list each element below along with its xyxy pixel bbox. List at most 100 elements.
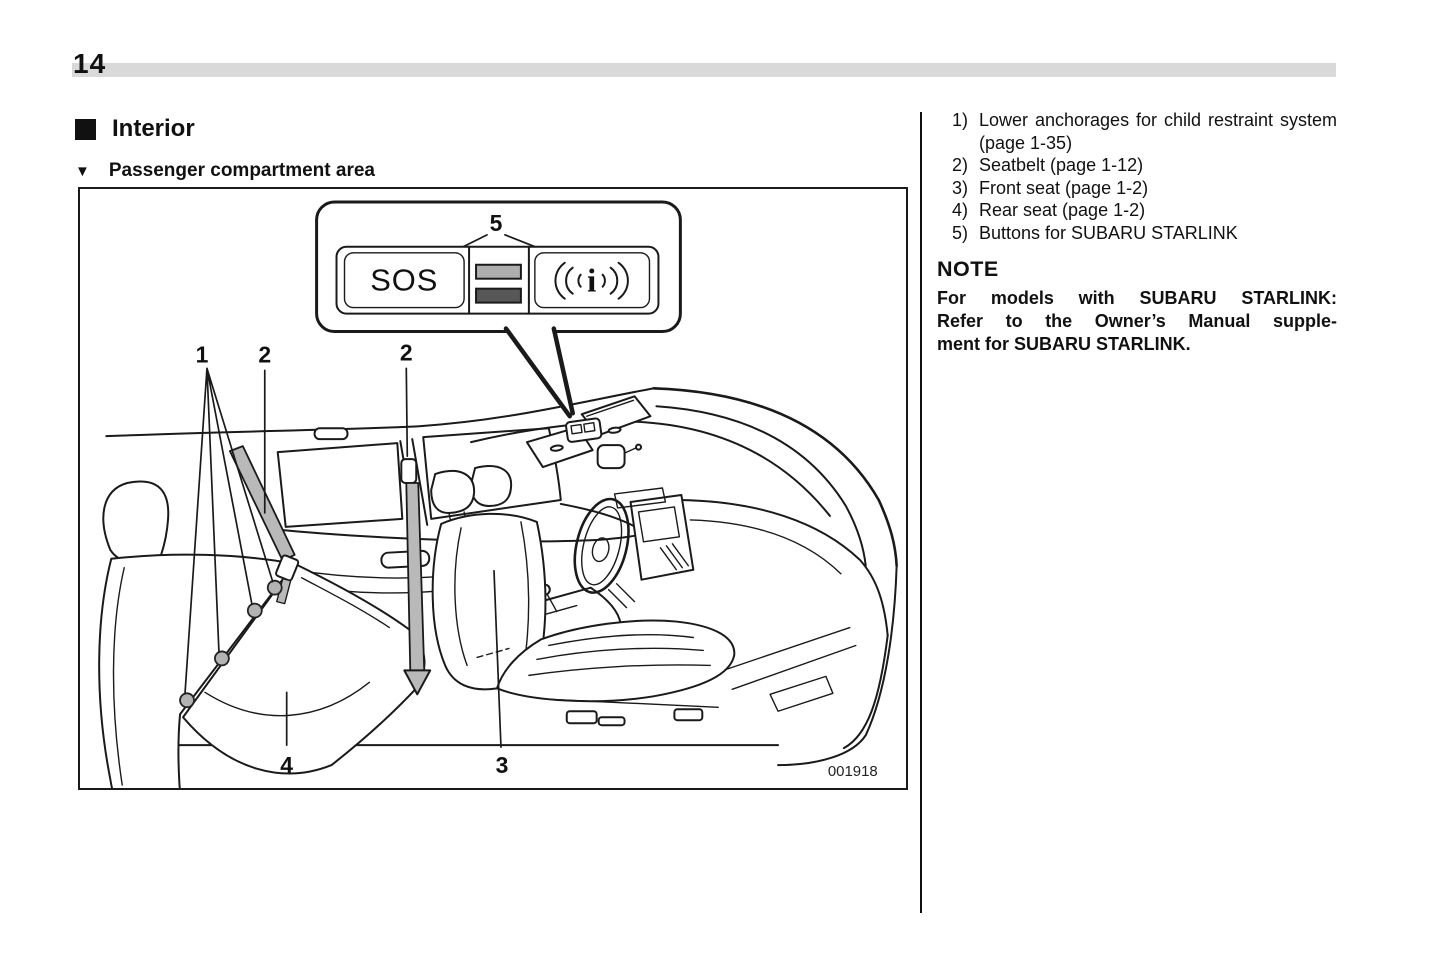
label-2b-leader xyxy=(405,367,409,457)
mic-slot-light xyxy=(475,263,522,280)
legend-item-text: Rear seat (page 1-2) xyxy=(979,200,1146,220)
roof-line xyxy=(105,387,655,438)
legend-item-number: 1) xyxy=(952,110,969,130)
info-button xyxy=(534,252,651,309)
right-door-armrest xyxy=(725,626,857,691)
right-body-line xyxy=(777,564,898,767)
rear-seat-cushion xyxy=(182,562,426,775)
gear-shifter xyxy=(540,592,578,617)
label-5: 5 xyxy=(490,210,503,236)
console-tab-right xyxy=(607,426,622,434)
car-interior-diagram: 5 SOS i 1 2 2 3 4 001918 xyxy=(98,200,898,788)
front-headrest-outer xyxy=(470,465,512,507)
rear-window xyxy=(276,442,404,528)
triangle-down-icon: ▼ xyxy=(75,162,90,180)
seatback-dashed-line xyxy=(476,647,510,659)
legend-item-text: Buttons for SUBARU STARLINK xyxy=(979,222,1238,243)
mic-slot-dark xyxy=(475,287,522,304)
starlink-panel xyxy=(335,245,660,315)
instrument-cluster xyxy=(613,487,667,509)
front-headrest xyxy=(430,469,476,514)
front-seatbelt-webbing xyxy=(405,482,426,672)
sos-label: SOS xyxy=(370,263,438,298)
legend-item: 1) Lower anchorages for child restraint … xyxy=(937,109,1337,154)
sos-button xyxy=(343,252,465,309)
label-2-rear: 2 xyxy=(258,341,271,367)
legend-item-text: Lower anchorages for child restraint sys… xyxy=(979,110,1337,153)
label-4: 4 xyxy=(280,752,293,778)
legend-item-number: 3) xyxy=(952,177,969,198)
rear-seatbelt-webbing xyxy=(228,445,296,562)
legend-item-number: 2) xyxy=(952,155,969,175)
subsection-heading: ▼ Passenger compartment area xyxy=(75,160,375,182)
seat-foot-right xyxy=(673,708,704,722)
label-3-leader xyxy=(493,569,502,748)
figure-code: 001918 xyxy=(828,763,878,780)
legend-item-number: 4) xyxy=(952,200,969,220)
column-divider xyxy=(920,112,922,913)
front-seat-cushion xyxy=(495,619,736,703)
legend-item: 2) Seatbelt (page 1-12) xyxy=(937,154,1337,177)
center-vents xyxy=(659,543,690,571)
label-1: 1 xyxy=(196,341,209,367)
front-cushion-pleats xyxy=(528,633,711,677)
sunglass-holder-line xyxy=(585,399,635,417)
anchor-dot xyxy=(179,692,195,709)
panel-dividers xyxy=(468,245,530,315)
front-window xyxy=(422,427,562,520)
front-seatbelt-arrow xyxy=(403,669,432,696)
page-number: 14 xyxy=(73,48,107,79)
door-pull-handle xyxy=(380,549,431,569)
anchor-dot xyxy=(266,579,283,596)
rear-seatback xyxy=(98,553,296,788)
steering-wheel xyxy=(573,497,630,594)
section-title: Interior xyxy=(112,115,195,142)
rear-cushion-pleats xyxy=(204,577,391,717)
label-3: 3 xyxy=(496,752,509,778)
a-pillar-outer xyxy=(652,387,898,568)
roof-grab-handle xyxy=(313,427,349,441)
note-block: NOTE For models with SUBARU STARLINK: Re… xyxy=(937,257,1337,357)
lower-anchorage-dots xyxy=(179,579,283,709)
front-belt-retractor xyxy=(400,458,418,485)
legend-item: 4) Rear seat (page 1-2) xyxy=(937,199,1337,222)
overhead-console-lights xyxy=(565,417,603,443)
steering-column xyxy=(607,582,636,609)
dash-top xyxy=(677,498,889,637)
center-stack xyxy=(629,493,695,581)
label-2-front: 2 xyxy=(400,339,413,365)
section-heading: Interior xyxy=(75,115,195,143)
dash-inner xyxy=(689,519,842,575)
legend-item: 3) Front seat (page 1-2) xyxy=(937,177,1337,200)
rear-headrest xyxy=(102,480,170,564)
note-line: For models with SUBARU STARLINK: xyxy=(937,288,1337,308)
legend-item-text: Seatbelt (page 1-12) xyxy=(979,155,1144,175)
anchor-dot xyxy=(214,650,230,667)
seat-rail xyxy=(548,698,719,708)
note-line: Refer to the Owner’s Manual supple- xyxy=(937,311,1337,332)
legend-column: 1) Lower anchorages for child restraint … xyxy=(937,109,1337,357)
center-display xyxy=(637,506,681,543)
figure-legend: 1) Lower anchorages for child restraint … xyxy=(937,109,1337,244)
section-square-icon xyxy=(75,118,96,140)
mirror-mount xyxy=(635,443,643,451)
note-title: NOTE xyxy=(937,257,999,281)
seat-foot-left xyxy=(565,710,598,725)
legend-item: 5) Buttons for SUBARU STARLINK xyxy=(937,222,1337,245)
info-i-glyph: i xyxy=(587,264,596,300)
label-1-leader-fan xyxy=(184,367,274,695)
anchor-dot xyxy=(246,602,263,619)
console-tab-left xyxy=(549,444,564,452)
callout-tail xyxy=(503,326,575,419)
rear-seatback-contour xyxy=(112,567,125,786)
seat-lever xyxy=(597,716,626,727)
legend-item-text: Front seat (page 1-2) xyxy=(979,177,1149,198)
legend-item-number: 5) xyxy=(952,222,969,243)
info-waves-icon: i xyxy=(554,261,629,300)
right-door-edge xyxy=(842,634,889,750)
header-rule-bar xyxy=(72,63,1336,77)
a-pillar-inner xyxy=(655,405,867,567)
rearview-mirror xyxy=(596,444,626,470)
note-line: ment for SUBARU STARLINK. xyxy=(937,334,1191,355)
mirror-stem xyxy=(623,447,637,454)
